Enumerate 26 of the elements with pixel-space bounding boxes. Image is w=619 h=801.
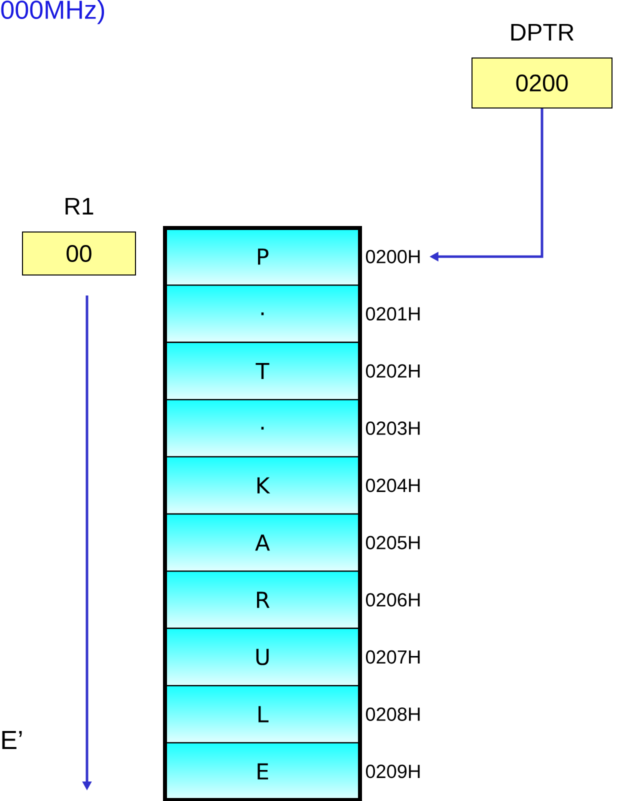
address-label: 0203H — [366, 421, 420, 435]
register-name: DPTR — [511, 24, 574, 40]
memory-cell: . — [164, 284, 361, 343]
address-label: 0206H — [366, 593, 420, 607]
register-box: 00 — [22, 232, 136, 276]
address-label: 0208H — [366, 707, 420, 721]
memory-cell: E — [164, 742, 361, 801]
memory-cell: U — [164, 628, 361, 686]
note-text: 000MHz) — [1, 0, 104, 24]
address-label: 0202H — [366, 364, 420, 378]
address-label: 0209H — [366, 764, 420, 778]
memory-cell: T — [164, 342, 361, 400]
memory-cell: A — [164, 513, 361, 572]
address-label: 0205H — [366, 536, 420, 550]
address-label: 0200H — [366, 250, 420, 264]
memory-cell: . — [164, 399, 361, 458]
memory-cell: P — [164, 227, 361, 286]
address-label: 0207H — [366, 650, 420, 664]
register-name: R1 — [66, 198, 94, 214]
memory-cell: K — [164, 456, 361, 515]
address-label: 0204H — [366, 478, 420, 492]
register-box: 0200 — [472, 58, 612, 108]
note-text: E’ — [2, 731, 22, 749]
memory-cell: R — [164, 570, 361, 629]
address-label: 0201H — [366, 307, 420, 321]
memory-cell: L — [164, 685, 361, 744]
